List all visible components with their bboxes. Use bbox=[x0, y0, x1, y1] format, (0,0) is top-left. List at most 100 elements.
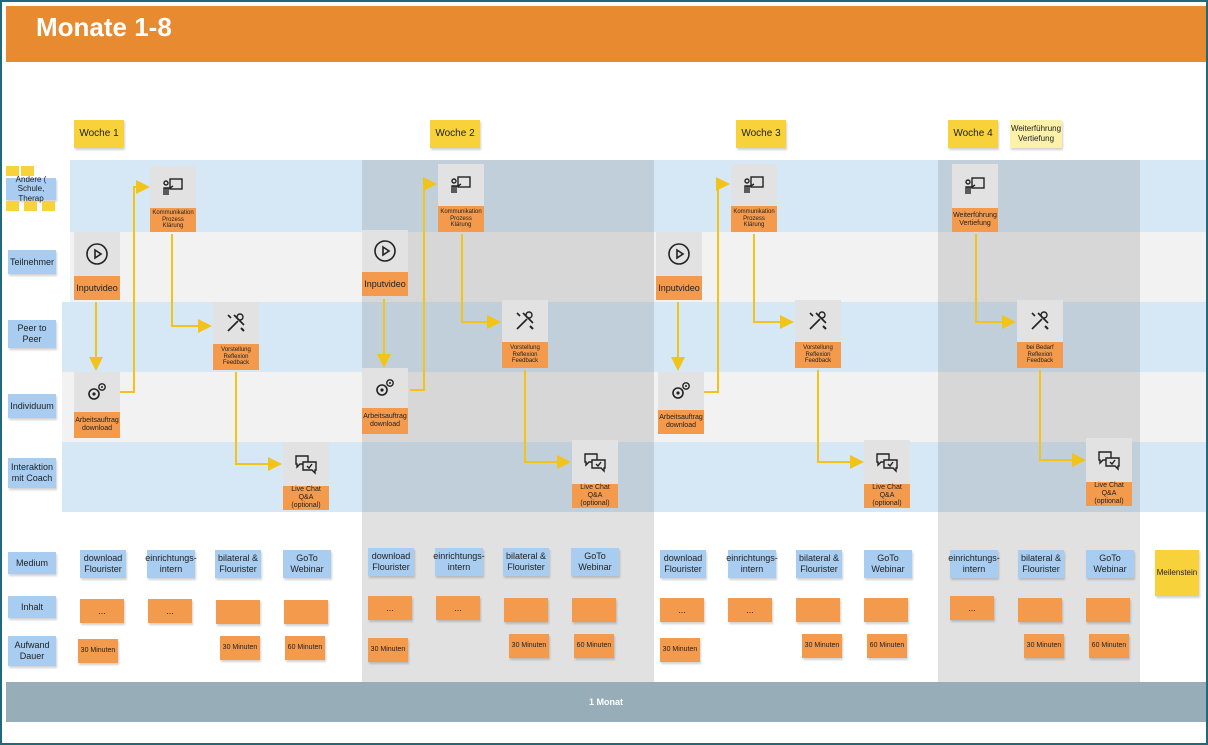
dauer-w2-1: 30 Minuten bbox=[368, 638, 408, 662]
inhalt-w4-3 bbox=[1086, 598, 1130, 622]
label-livechat-w4: Live Chat Q&A (optional) bbox=[1086, 482, 1132, 506]
dauer-w3-1: 30 Minuten bbox=[660, 638, 700, 662]
dauer-w2-3: 30 Minuten bbox=[509, 634, 549, 658]
label-livechat-w2: Live Chat Q&A (optional) bbox=[572, 484, 618, 508]
arrow-w2-task-comm bbox=[410, 177, 437, 391]
week2-column bbox=[362, 160, 654, 682]
play-icon bbox=[668, 243, 690, 265]
inhalt-w4-2 bbox=[1018, 598, 1062, 622]
presentation-icon bbox=[965, 177, 985, 194]
lane-label-andere: Andere ( Schule, Therap bbox=[6, 175, 56, 203]
title-bar bbox=[6, 6, 1206, 62]
week-note: Weiterführung Vertiefung bbox=[1010, 120, 1062, 148]
card-livechat-w2 bbox=[572, 440, 618, 484]
arrow-w1-peer-coach bbox=[235, 372, 282, 471]
label-kommunikation-w1: Kommunikation Prozess Klärung bbox=[150, 208, 196, 232]
card-inputvideo-w3 bbox=[656, 232, 702, 276]
card-kommunikation-w1 bbox=[150, 166, 196, 208]
label-vorstellung-w3: Vorstellung Reflexion Feedback bbox=[795, 342, 841, 368]
card-inputvideo-w2 bbox=[362, 230, 408, 272]
lane-andere bbox=[70, 160, 1206, 232]
medium-w3-bilateral: bilateral & Flourister bbox=[796, 550, 842, 578]
arrow-w3-peer-coach bbox=[817, 370, 864, 469]
label-arbeitsauftrag-w1: Arbeitsauftrag download bbox=[74, 412, 120, 438]
card-vorstellung-w2 bbox=[502, 300, 548, 342]
lane-teilnehmer bbox=[70, 232, 1206, 302]
week-label-3: Woche 3 bbox=[736, 120, 786, 148]
arrow-w2-comm-peer bbox=[461, 234, 501, 329]
gears-icon bbox=[88, 383, 106, 400]
week-label-1: Woche 1 bbox=[74, 120, 124, 148]
medium-w4-goto: GoTo Webinar bbox=[1086, 550, 1134, 578]
inhalt-w4-1: ... bbox=[950, 596, 994, 620]
tools-icon bbox=[809, 311, 827, 330]
tools-icon bbox=[227, 313, 245, 332]
label-vorstellung-w1: Vorstellung Reflexion Feedback bbox=[213, 344, 259, 370]
card-arbeitsauftrag-w3 bbox=[658, 372, 704, 410]
footer-bar: 1 Monat bbox=[6, 682, 1206, 722]
arrow-w2-peer-coach bbox=[524, 370, 571, 469]
medium-w3-download: download Flourister bbox=[660, 550, 706, 578]
label-inputvideo-w3: Inputvideo bbox=[656, 276, 702, 300]
chat-icon bbox=[876, 453, 898, 473]
chat-icon bbox=[295, 455, 317, 475]
label-livechat-w1: Live Chat Q&A (optional) bbox=[283, 486, 329, 510]
mini-stickies-top bbox=[6, 166, 36, 182]
card-kommunikation-w3 bbox=[731, 164, 777, 206]
dauer-w1-3: 30 Minuten bbox=[220, 636, 260, 660]
label-inputvideo-w2: Inputvideo bbox=[362, 272, 408, 296]
medium-w3-einrichtung: einrichtungs- intern bbox=[726, 550, 778, 578]
arrow-w4-comm-peer bbox=[975, 234, 1016, 329]
lane-interaktion bbox=[62, 442, 1206, 512]
card-arbeitsauftrag-w2 bbox=[362, 368, 408, 408]
medium-w4-einrichtung: einrichtungs- intern bbox=[948, 550, 1000, 578]
dauer-w4-3: 60 Minuten bbox=[1089, 634, 1129, 658]
label-kommunikation-w2: Kommunikation Prozess Klärung bbox=[438, 206, 484, 232]
page-title: Monate 1-8 bbox=[36, 12, 172, 42]
dauer-w1-4: 60 Minuten bbox=[285, 636, 325, 660]
medium-w1-download: download Flourister bbox=[80, 550, 126, 578]
gears-icon bbox=[672, 382, 690, 399]
label-weiterfuehrung-w4: Weiterführung Vertiefung bbox=[952, 208, 998, 232]
inhalt-w2-1: ... bbox=[368, 596, 412, 620]
inhalt-w3-2: ... bbox=[728, 598, 772, 622]
label-kommunikation-w3: Kommunikation Prozess Klärung bbox=[731, 206, 777, 232]
inhalt-w3-1: ... bbox=[660, 598, 704, 622]
card-livechat-w4 bbox=[1086, 438, 1132, 482]
tools-icon bbox=[1031, 311, 1049, 330]
week-label-2: Woche 2 bbox=[430, 120, 480, 148]
card-vorstellung-w1 bbox=[213, 302, 259, 344]
meilenstein-note: Meilenstein bbox=[1155, 550, 1199, 596]
medium-w1-einrichtung: einrichtungs- intern bbox=[145, 550, 197, 578]
card-arbeitsauftrag-w1 bbox=[74, 372, 120, 412]
medium-w2-download: download Flourister bbox=[368, 548, 414, 576]
tools-icon bbox=[516, 311, 534, 330]
play-icon bbox=[86, 243, 108, 265]
medium-w2-bilateral: bilateral & Flourister bbox=[503, 548, 549, 576]
mini-stickies-bottom bbox=[6, 201, 56, 213]
inhalt-w2-4 bbox=[572, 598, 616, 622]
presentation-icon bbox=[451, 176, 471, 193]
medium-w4-bilateral: bilateral & Flourister bbox=[1018, 550, 1064, 578]
medium-w3-goto: GoTo Webinar bbox=[864, 550, 912, 578]
inhalt-w1-3 bbox=[216, 600, 260, 624]
label-vorstellung-w2: Vorstellung Reflexion Feedback bbox=[502, 342, 548, 368]
card-weiterfuehrung-w4 bbox=[952, 164, 998, 208]
dauer-w3-4: 60 Minuten bbox=[867, 634, 907, 658]
lane-label-individuum: Individuum bbox=[8, 394, 56, 418]
label-arbeitsauftrag-w2: Arbeitsauftrag download bbox=[362, 408, 408, 434]
row-label-inhalt: Inhalt bbox=[8, 596, 56, 618]
label-arbeitsauftrag-w3: Arbeitsauftrag download bbox=[658, 410, 704, 434]
medium-w1-goto: GoTo Webinar bbox=[283, 550, 331, 578]
dauer-w3-3: 30 Minuten bbox=[802, 634, 842, 658]
card-kommunikation-w2 bbox=[438, 164, 484, 206]
dauer-w2-4: 60 Minuten bbox=[574, 634, 614, 658]
inhalt-w2-3 bbox=[504, 598, 548, 622]
arrow-w4-peer-coach bbox=[1039, 370, 1086, 467]
inhalt-w3-3 bbox=[796, 598, 840, 622]
card-beibedarf-w4 bbox=[1017, 300, 1063, 342]
inhalt-w2-2: ... bbox=[436, 596, 480, 620]
card-inputvideo-w1 bbox=[74, 232, 120, 276]
